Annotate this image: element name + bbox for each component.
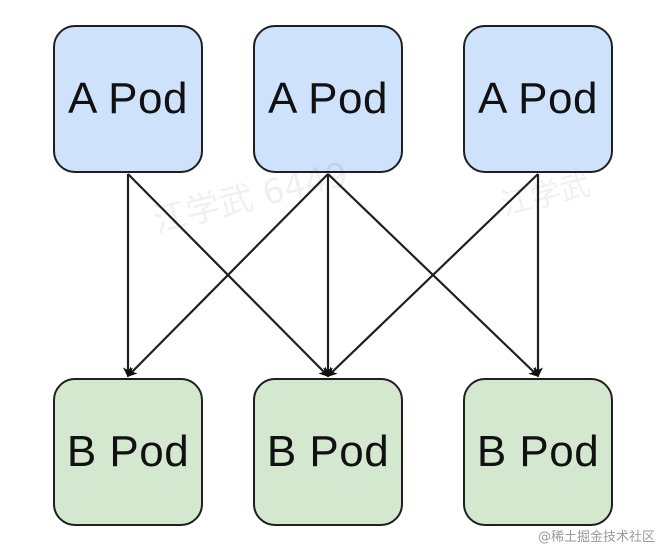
b-pod-node-3: B Pod [463,378,613,526]
a-pod-node-2: A Pod [253,25,403,173]
edge-arrow-a1-b0 [126,173,329,378]
a-pod-node-1: A Pod [53,25,203,173]
edge-arrow-a2-b1 [326,173,539,378]
b-pod-node-2: B Pod [253,378,403,526]
source-credit: @稀土掘金技术社区 [537,530,655,545]
b-pod-node-1: B Pod [53,378,203,526]
a-pod-node-3: A Pod [463,25,613,173]
